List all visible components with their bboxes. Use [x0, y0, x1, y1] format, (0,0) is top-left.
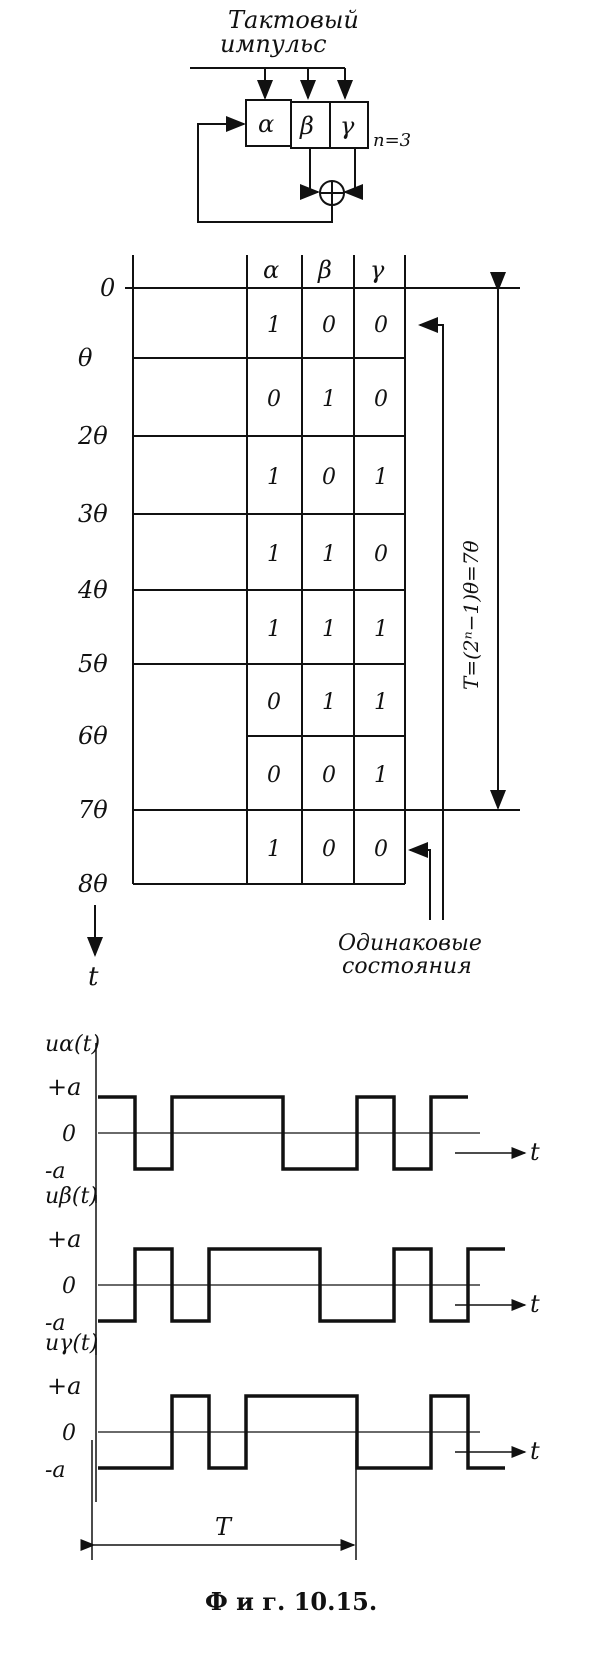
level-zero: 0: [62, 1274, 76, 1299]
state-bit: 1: [267, 465, 281, 490]
waveform-0: uα(t) +a 0 -a t: [45, 1032, 540, 1203]
time-label: 2θ: [77, 422, 108, 450]
state-bit: 1: [267, 837, 281, 862]
state-bit: 1: [267, 542, 281, 567]
time-label: 6θ: [78, 722, 108, 750]
state-bit: 0: [374, 837, 388, 862]
t-label: t: [530, 1437, 540, 1465]
time-axis-label: t: [88, 962, 99, 992]
state-bit: 1: [374, 617, 388, 642]
cell-alpha: α: [258, 110, 274, 138]
time-label: 7θ: [78, 796, 108, 824]
level-plus: +a: [47, 1073, 81, 1101]
level-minus: -a: [45, 1311, 66, 1336]
cell-gamma: γ: [340, 112, 355, 140]
column-header: γ: [370, 256, 385, 284]
period-label: T=(2ⁿ−1)θ=7θ: [459, 540, 483, 690]
column-header: β: [317, 256, 332, 284]
state-bit: 0: [322, 837, 336, 862]
level-minus: -a: [45, 1159, 66, 1184]
same-states-label-2: состояния: [342, 954, 472, 979]
shift-register: Тактовый импульс α β γ n=3: [190, 6, 411, 223]
time-label: 8θ: [78, 870, 108, 898]
state-bit: 0: [374, 387, 388, 412]
state-bit: 0: [374, 542, 388, 567]
state-bit: 1: [322, 617, 336, 642]
n-label: n=3: [373, 130, 411, 151]
state-bit: 0: [374, 313, 388, 338]
state-bit: 0: [322, 313, 336, 338]
state-bit: 0: [267, 763, 281, 788]
time-label: 0: [100, 274, 115, 302]
state-bit: 1: [374, 465, 388, 490]
state-bit: 1: [322, 387, 336, 412]
square-wave: [98, 1247, 505, 1323]
state-bit: 0: [322, 763, 336, 788]
same-states-label-1: Одинаковые: [338, 931, 482, 956]
state-bit: 1: [322, 542, 336, 567]
time-label: 5θ: [78, 650, 108, 678]
state-bit: 0: [267, 690, 281, 715]
level-zero: 0: [62, 1421, 76, 1446]
cell-beta: β: [299, 112, 314, 140]
state-bit: 1: [267, 313, 281, 338]
level-minus: -a: [45, 1458, 66, 1483]
same-state-arrow-1: [418, 317, 444, 920]
waveform-2: uγ(t) +a 0 -a t: [45, 1331, 540, 1502]
state-bit: 1: [322, 690, 336, 715]
state-bit: 1: [374, 763, 388, 788]
level-plus: +a: [47, 1225, 81, 1253]
column-header: α: [263, 256, 279, 284]
state-table: 0 θ 2θ 3θ 4θ 5θ 6θ 7θ 8θ α β γ 1 0 0 0 1 0 1 0 1 1 1 0 1 1 1 0 1 1 0 0 1…: [77, 255, 520, 992]
state-bit: 0: [322, 465, 336, 490]
caption: Ф и г. 10.15.: [205, 1587, 377, 1616]
waveform-label: uα(t): [45, 1032, 100, 1057]
waveform-label: uβ(t): [45, 1184, 98, 1209]
clock-label-2: импульс: [220, 30, 327, 58]
period-T-label: T: [215, 1513, 233, 1541]
square-wave: [98, 1394, 505, 1470]
state-bit: 1: [267, 617, 281, 642]
level-zero: 0: [62, 1122, 76, 1147]
t-label: t: [530, 1138, 540, 1166]
level-plus: +a: [47, 1372, 81, 1400]
state-bit: 1: [374, 690, 388, 715]
same-state-arrow-2: [408, 842, 431, 920]
waveform-label: uγ(t): [45, 1331, 98, 1356]
waveforms: uα(t) +a 0 -a t uβ(t) +a 0 -a t uγ(t) +a 0 -a tT: [45, 1032, 540, 1560]
time-label: θ: [78, 344, 93, 372]
state-bit: 0: [267, 387, 281, 412]
clock-label-1: Тактовый: [228, 6, 359, 34]
time-label: 4θ: [77, 576, 108, 604]
square-wave: [98, 1095, 468, 1171]
waveform-1: uβ(t) +a 0 -a t: [45, 1184, 540, 1355]
t-label: t: [530, 1290, 540, 1318]
time-label: 3θ: [78, 500, 108, 528]
